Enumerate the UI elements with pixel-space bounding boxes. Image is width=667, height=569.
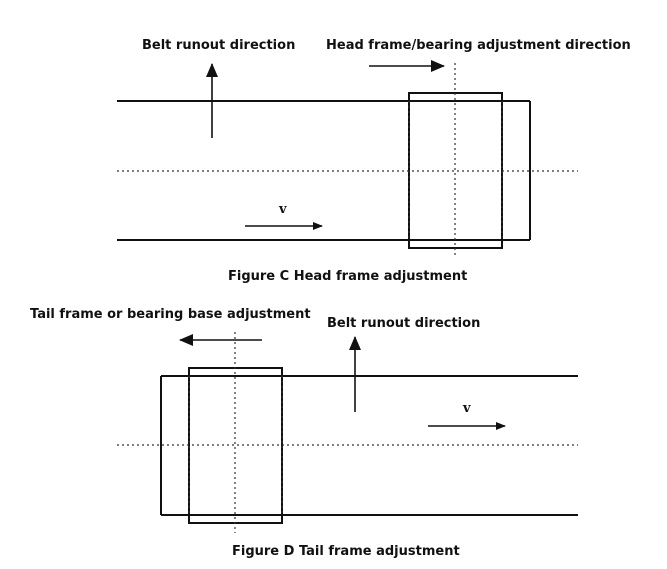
figure-c-adjust-label: Head frame/bearing adjustment direction xyxy=(326,38,631,53)
figure-d-caption: Figure D Tail frame adjustment xyxy=(232,544,460,559)
figure-c-runout-label: Belt runout direction xyxy=(142,38,295,53)
figure-c-velocity-label: v xyxy=(278,202,287,217)
figure-d-runout-label: Belt runout direction xyxy=(327,316,480,331)
figure-d: Tail frame or bearing base adjustment Be… xyxy=(30,307,578,559)
figure-c: Belt runout direction Head frame/bearing… xyxy=(117,38,631,284)
figure-d-adjust-label: Tail frame or bearing base adjustment xyxy=(30,307,311,322)
figure-c-caption: Figure C Head frame adjustment xyxy=(228,269,467,284)
figure-d-velocity-label: v xyxy=(462,401,471,416)
